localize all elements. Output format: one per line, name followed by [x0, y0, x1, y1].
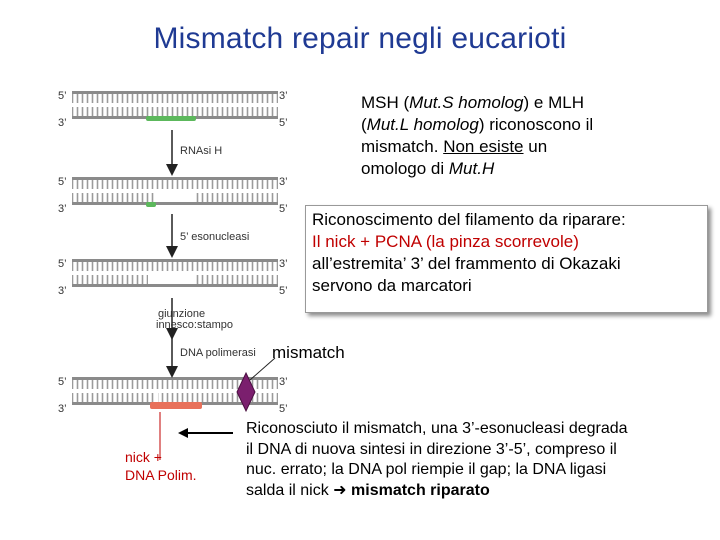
nick-label: nick + DNA Polim.	[125, 448, 197, 484]
right-arrow-icon: ➜	[333, 482, 351, 499]
dna-base-ticks	[72, 107, 278, 116]
box-line-1: Riconoscimento del filamento da riparare…	[312, 209, 701, 231]
dna-backbone	[72, 202, 278, 205]
box-line-3: all’estremita’ 3’ del frammento di Okaza…	[312, 253, 701, 275]
gap	[148, 274, 196, 284]
dna-backbone	[72, 284, 278, 287]
end-label-3: 3’	[58, 403, 67, 415]
end-label-3: 3’	[279, 176, 288, 188]
end-label-5: 5’	[58, 258, 67, 270]
intro-text: MSH (Mut.S homolog) e MLH (Mut.L homolog…	[361, 92, 593, 180]
end-label-3: 3’	[58, 203, 67, 215]
dna-backbone	[72, 177, 278, 180]
dna-backbone	[72, 91, 278, 94]
dna-backbone	[72, 259, 278, 262]
end-label-5: 5’	[279, 285, 288, 297]
end-label-3: 3’	[58, 285, 67, 297]
step-label-polimerasi: DNA polimerasi	[180, 347, 256, 359]
dna-base-ticks	[72, 94, 278, 103]
gap	[156, 192, 196, 202]
dna-base-ticks	[72, 180, 278, 189]
bottom-explanation: Riconosciuto il mismatch, una 3’-esonucl…	[246, 419, 628, 501]
end-label-5: 5’	[58, 90, 67, 102]
step-label-esonucleasi: 5’ esonucleasi	[180, 231, 249, 243]
nick-gap	[154, 392, 158, 402]
end-label-5: 5’	[58, 176, 67, 188]
rna-remnant	[146, 202, 156, 207]
end-label-5: 5’	[279, 403, 288, 415]
box-line-4: servono da marcatori	[312, 275, 701, 297]
box-line-2: Il nick + PCNA (la pinza scorrevole)	[312, 231, 701, 253]
end-label-5: 5’	[279, 117, 288, 129]
mismatch-label: mismatch	[272, 343, 345, 363]
rna-primer	[146, 116, 196, 121]
dna-base-ticks	[72, 262, 278, 271]
end-label-3: 3’	[279, 90, 288, 102]
end-label-3: 3’	[58, 117, 67, 129]
step-label-rnasi: RNAsi H	[180, 145, 222, 157]
strand-recognition-box: Riconoscimento del filamento da riparare…	[305, 205, 708, 313]
end-label-3: 3’	[279, 258, 288, 270]
end-label-5: 5’	[58, 376, 67, 388]
new-dna-segment	[150, 402, 202, 409]
end-label-5: 5’	[279, 203, 288, 215]
step-label-innesco: innesco:stampo	[156, 319, 233, 331]
end-label-3: 3’	[279, 376, 288, 388]
